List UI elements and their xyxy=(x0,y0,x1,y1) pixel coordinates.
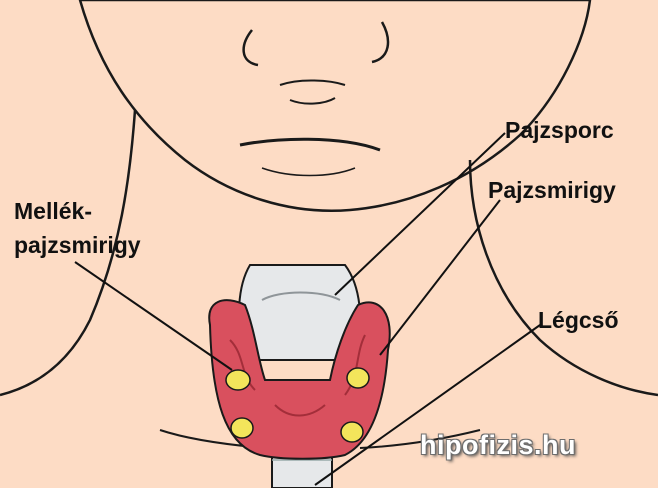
label-mellek-line2: pajzsmirigy xyxy=(14,232,141,258)
parathyroid-upper-right xyxy=(347,368,369,388)
label-pajzsporc: Pajzsporc xyxy=(505,117,614,143)
label-mellek-line1: Mellék- xyxy=(14,198,92,224)
label-legcso: Légcső xyxy=(538,307,619,333)
parathyroid-lower-right xyxy=(341,422,363,442)
parathyroid-lower-left xyxy=(231,418,253,438)
watermark: hipofizis.hu xyxy=(420,430,576,461)
parathyroid-upper-left xyxy=(226,370,250,390)
label-pajzsmirigy: Pajzsmirigy xyxy=(488,177,616,203)
